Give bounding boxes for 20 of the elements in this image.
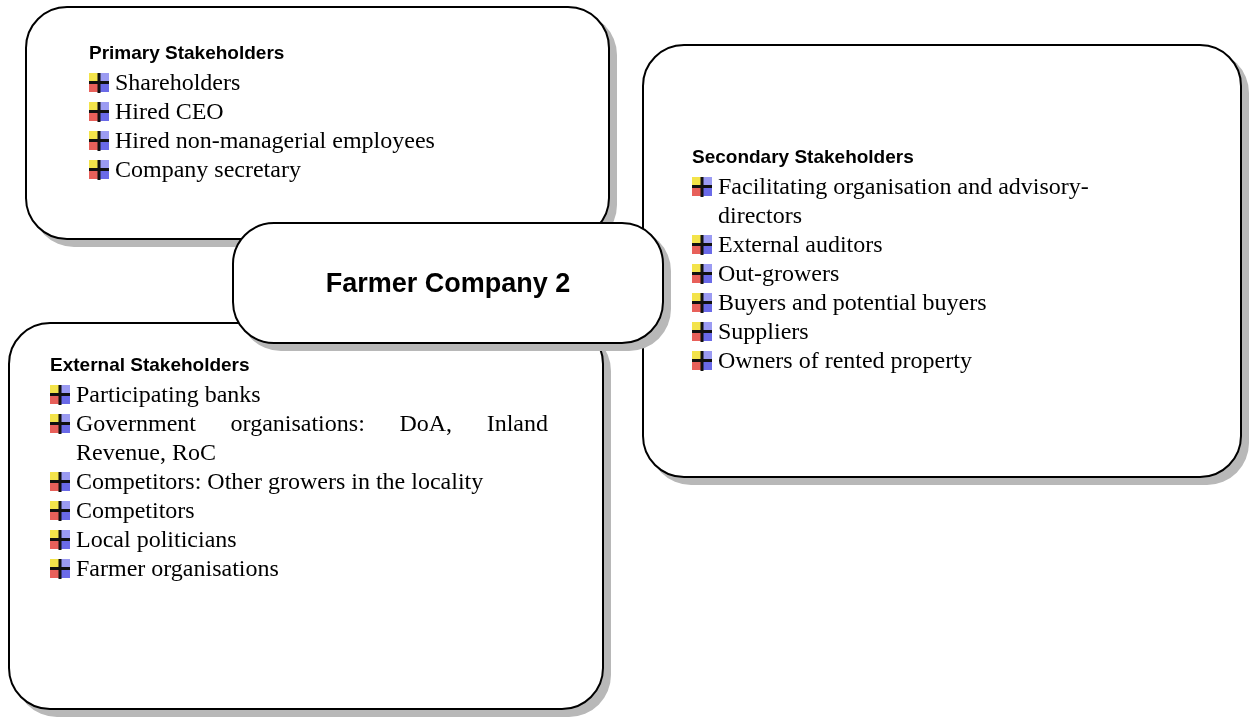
list-item: Competitors	[76, 496, 196, 525]
list-item: Shareholders	[115, 68, 242, 97]
list-item: External auditors	[718, 230, 884, 259]
list-item: Hired CEO	[115, 97, 225, 126]
list-item: Buyers and potential buyers	[718, 288, 988, 317]
box-heading: External Stakeholders	[50, 354, 251, 376]
list-item: Out-growers	[718, 259, 841, 288]
box-heading: Primary Stakeholders	[89, 42, 286, 64]
box-heading: Secondary Stakeholders	[692, 146, 915, 168]
list-item: Suppliers	[718, 317, 810, 346]
list-item: Participating banks	[76, 380, 262, 409]
list-item: Hired non-managerial employees	[115, 126, 436, 155]
list-item: Local politicians	[76, 525, 238, 554]
list-item: Government organisations: DoA, Inland Revenue, RoC	[76, 409, 548, 467]
company-name: Farmer Company 2	[325, 267, 571, 299]
list-item: Facilitating organisation and advisory-directors	[718, 172, 1090, 230]
list-item: Owners of rented property	[718, 346, 973, 375]
list-item: Competitors: Other growers in the locality	[76, 467, 485, 496]
list-item: Farmer organisations	[76, 554, 280, 583]
list-item: Company secretary	[115, 155, 302, 184]
